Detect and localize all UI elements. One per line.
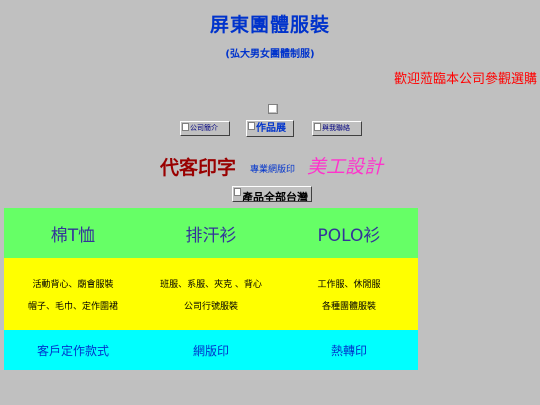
items-row: 活動背心、廟會服裝 班服、系服、夾克 、背心 工作服、休閒服 帽子、毛巾、定作圍… bbox=[4, 258, 418, 330]
broken-image-icon bbox=[234, 188, 241, 196]
service-screen-print[interactable]: 網版印 bbox=[192, 343, 229, 358]
broken-image-icon bbox=[314, 123, 321, 131]
nav-about-button[interactable]: 公司簡介 bbox=[180, 121, 230, 136]
service-heat-transfer[interactable]: 熱轉印 bbox=[330, 343, 367, 358]
items-line: 活動背心、廟會服裝 班服、系服、夾克 、背心 工作服、休閒服 bbox=[4, 272, 418, 294]
items-line: 帽子、毛巾、定作圍裙 公司行號服裝 各種團體服裝 bbox=[4, 294, 418, 316]
category-row: 棉T恤 排汗衫 POLO衫 bbox=[4, 208, 418, 258]
item-text: 工作服、休閒服 bbox=[317, 279, 381, 290]
item-text: 公司行號服裝 bbox=[183, 301, 238, 312]
category-cotton-tshirt[interactable]: 棉T恤 bbox=[50, 225, 96, 246]
broken-image-icon bbox=[268, 104, 278, 114]
promo-banner: 代客印字 專業網版印 美工設計 bbox=[0, 150, 540, 180]
page-subtitle: (弘大男女團體制服) bbox=[225, 49, 315, 60]
all-products-label: 產品全部台灣 bbox=[242, 191, 308, 202]
item-text: 各種團體服裝 bbox=[321, 301, 376, 312]
all-products-button[interactable]: 產品全部台灣 bbox=[232, 186, 312, 202]
page-title: 屏東團體服裝 bbox=[209, 14, 330, 36]
broken-image-icon bbox=[248, 122, 255, 130]
services-row: 客戶定作款式 網版印 熱轉印 bbox=[4, 330, 418, 370]
nav-works-label: 作品展 bbox=[256, 123, 286, 134]
service-custom-style[interactable]: 客戶定作款式 bbox=[36, 343, 109, 358]
item-text: 班服、系服、夾克 、背心 bbox=[160, 279, 262, 290]
broken-image-icon bbox=[182, 123, 189, 131]
nav-contact-button[interactable]: 與我聯絡 bbox=[312, 121, 362, 136]
product-grid: 棉T恤 排汗衫 POLO衫 活動背心、廟會服裝 班服、系服、夾克 、背心 工作服… bbox=[4, 208, 418, 370]
category-sweat-wicking-shirt[interactable]: 排汗衫 bbox=[185, 225, 237, 246]
promo-design: 美工設計 bbox=[307, 156, 384, 178]
category-polo-shirt[interactable]: POLO衫 bbox=[317, 225, 381, 246]
promo-screen-print: 專業網版印 bbox=[250, 165, 296, 175]
nav-about-label: 公司簡介 bbox=[190, 124, 218, 132]
item-text: 帽子、毛巾、定作圍裙 bbox=[27, 301, 118, 312]
nav-works-button[interactable]: 作品展 bbox=[246, 120, 294, 137]
item-text: 活動背心、廟會服裝 bbox=[32, 279, 114, 290]
nav-contact-label: 與我聯絡 bbox=[322, 124, 350, 132]
promo-custom-print: 代客印字 bbox=[160, 157, 237, 179]
welcome-marquee: 歡迎蒞臨本公司參觀選購 bbox=[394, 72, 538, 87]
